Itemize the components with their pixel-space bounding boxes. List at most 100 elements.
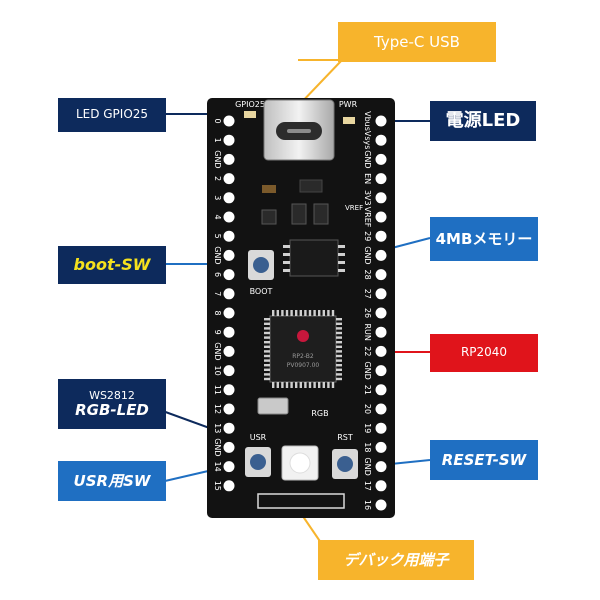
qfn-pad (290, 310, 293, 316)
qfn-pad (322, 382, 325, 388)
right-pin-label: 29 (363, 231, 372, 241)
rp2040-chip (269, 315, 337, 383)
right-pin-label: GND (363, 361, 372, 379)
left-pin-hole (223, 115, 235, 127)
debug-header (257, 493, 345, 509)
label-debug-terminal: デバック用端子 (318, 540, 474, 580)
power-led (343, 117, 355, 124)
qfn-pad (299, 310, 302, 316)
left-pin-hole (223, 480, 235, 492)
left-pin-label: 7 (213, 291, 222, 296)
capacitor-3 (291, 203, 307, 225)
right-pin-hole (375, 134, 387, 146)
pcb-board (207, 98, 395, 518)
usb-c-tongue (287, 129, 311, 133)
usr-button-cap (250, 454, 266, 470)
qfn-pad (285, 382, 289, 388)
qfn-pad (318, 310, 321, 316)
label-ws2812-line2: RGB-LED (75, 400, 149, 419)
right-pin-label: 18 (363, 442, 372, 452)
right-pin-hole (375, 230, 387, 242)
qfn-pad (331, 310, 335, 316)
qfn-pad (281, 382, 284, 388)
left-pin-hole (223, 134, 235, 146)
qfn-pad (264, 373, 270, 376)
qfn-pad (264, 345, 270, 348)
right-pin-hole (375, 211, 387, 223)
label-rp2040: RP2040 (430, 334, 538, 372)
left-pin-hole (223, 288, 235, 300)
left-pin-label: GND (213, 438, 222, 456)
right-pin-hole (375, 173, 387, 185)
qfn-pad (336, 318, 342, 321)
left-pin-label: 11 (213, 385, 222, 395)
left-pin-hole (223, 345, 235, 357)
left-pin-hole (223, 173, 235, 185)
rst-button-cap (337, 456, 353, 472)
right-pin-hole (375, 384, 387, 396)
chip-marking-2: PV0907.00 (287, 362, 320, 369)
left-pin-hole (223, 365, 235, 377)
qfn-pad (304, 382, 307, 388)
capacitor-1 (262, 185, 276, 193)
left-pin-label: 0 (213, 118, 222, 123)
qfn-pad (327, 382, 330, 388)
qfn-pad (276, 382, 279, 388)
right-pin-label: GND (363, 457, 372, 475)
left-pin-label: 12 (213, 404, 222, 414)
left-pin-hole (223, 326, 235, 338)
label-reset-sw: RESET-SW (430, 440, 538, 480)
flash-chip-legs (283, 245, 345, 272)
qfn-pad (313, 310, 316, 316)
label-power-led: 電源LED (430, 101, 536, 141)
left-pin-label: 5 (213, 234, 222, 239)
label-flash-memory: 4MBメモリー (430, 217, 538, 261)
silk-rgb: RGB (311, 409, 328, 418)
qfn-pad (272, 382, 275, 388)
qfn-pad (336, 368, 342, 371)
qfn-pad (336, 345, 342, 348)
qfn-pad (308, 382, 312, 388)
qfn-pad (308, 310, 312, 316)
label-usr-sw: USR用SW (58, 461, 166, 501)
label-led-gpio25: LED GPIO25 (58, 98, 166, 132)
right-pin-label: 20 (363, 404, 372, 414)
right-pin-label: EN (363, 173, 372, 184)
qfn-pad (336, 359, 342, 362)
qfn-pad (264, 350, 270, 353)
qfn-pad (322, 310, 325, 316)
qfn-pad (331, 382, 335, 388)
right-pin-hole (375, 192, 387, 204)
right-pin-label: VREF (363, 207, 372, 228)
qfn-pad (264, 327, 270, 330)
right-pin-hole (375, 326, 387, 338)
left-pin-label: GND (213, 342, 222, 360)
left-pin-label: 2 (213, 176, 222, 181)
left-pin-label: 8 (213, 310, 222, 315)
right-pin-label: 21 (363, 385, 372, 395)
qfn-pad (264, 318, 270, 321)
qfn-pad (336, 327, 342, 330)
qfn-pad (264, 336, 270, 339)
qfn-pad (264, 359, 270, 362)
capacitor-4 (313, 203, 329, 225)
left-pin-hole (223, 249, 235, 261)
qfn-pad (336, 341, 342, 344)
label-ws2812-rgb-led: WS2812 RGB-LED (58, 379, 166, 429)
label-type-c-usb: Type-C USB (338, 22, 496, 62)
right-pin-label: 19 (363, 423, 372, 433)
left-pin-label: GND (213, 150, 222, 168)
regulator (299, 179, 323, 193)
left-pin-hole (223, 422, 235, 434)
right-pin-hole (375, 365, 387, 377)
rgb-led-lens (289, 452, 311, 474)
label-ws2812-line1: WS2812 (89, 388, 135, 402)
right-pin-hole (375, 288, 387, 300)
left-pin-label: 9 (213, 330, 222, 335)
qfn-pad (264, 377, 270, 381)
left-pin-hole (223, 441, 235, 453)
right-pin-label: 27 (363, 289, 372, 299)
left-pin-label: GND (213, 246, 222, 264)
